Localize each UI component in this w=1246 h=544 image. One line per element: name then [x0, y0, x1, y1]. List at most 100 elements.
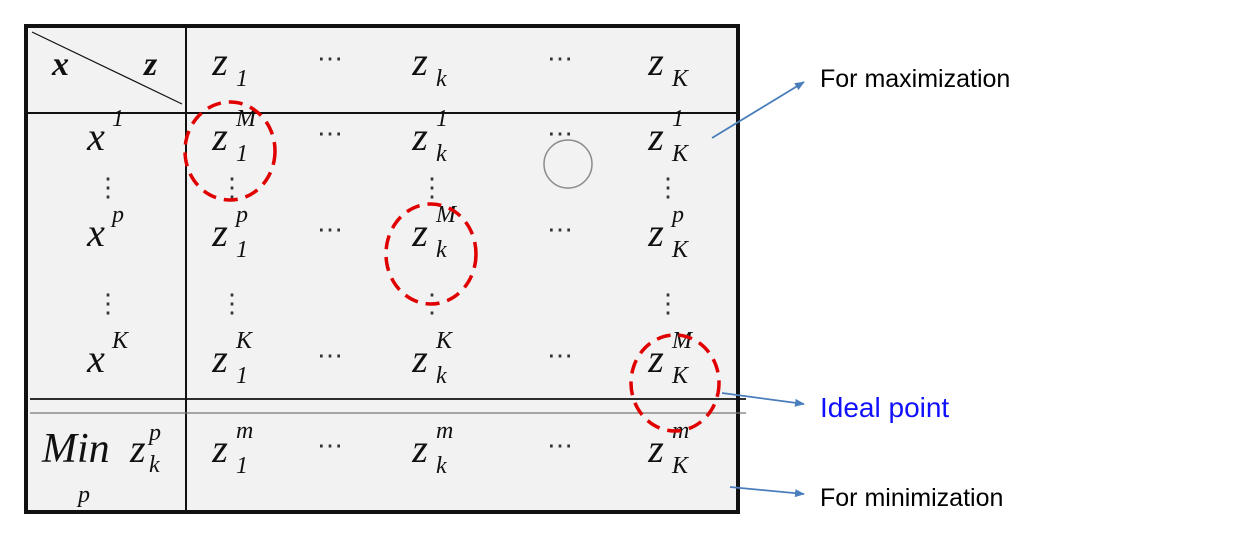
corner-column-variable: z [143, 46, 158, 83]
term-subscript: 1 [236, 363, 248, 389]
term-superscript: 1 [436, 106, 448, 132]
term-base: z [411, 114, 428, 159]
cell-r2-c5: ⋮ [655, 173, 681, 202]
table-frame [24, 24, 740, 514]
ellipsis-vertical: ⋮ [95, 173, 121, 202]
ellipsis-horizontal: ⋯ [317, 341, 343, 370]
term-subscript: k [436, 141, 447, 167]
term-base: z [411, 210, 428, 255]
ellipsis-horizontal: ⋯ [547, 215, 573, 244]
ellipsis-horizontal: ⋯ [547, 44, 573, 73]
term-superscript: p [110, 202, 124, 228]
min-term-base: z [129, 426, 146, 471]
term-base: z [211, 114, 228, 159]
term-base: z [411, 39, 428, 84]
ellipsis-horizontal: ⋯ [547, 431, 573, 460]
term-base: z [211, 39, 228, 84]
term-subscript: k [436, 363, 447, 389]
highlight-circle-zK-max [629, 333, 721, 433]
for-minimization-label: For minimization [820, 484, 1003, 512]
ellipsis-vertical: ⋮ [95, 289, 121, 318]
term-subscript: 1 [236, 141, 248, 167]
row-label-2: ⋮ [95, 173, 121, 202]
term-base: z [647, 336, 664, 381]
term-subscript: K [671, 141, 690, 167]
min-cell-c4: ⋯ [547, 431, 573, 460]
ellipsis-horizontal: ⋯ [317, 431, 343, 460]
cell-r2-c1: ⋮ [219, 173, 245, 202]
term-subscript: K [671, 237, 690, 263]
term-base: z [647, 210, 664, 255]
cell-r5-c4: ⋯ [547, 341, 573, 370]
term-base: z [647, 39, 664, 84]
ellipsis-horizontal: ⋯ [317, 44, 343, 73]
cell-r2-c3: ⋮ [419, 173, 445, 202]
row-label-4: ⋮ [95, 289, 121, 318]
term-base: z [411, 426, 428, 471]
min-term-superscript: p [147, 420, 161, 446]
corner-diagonal [31, 31, 183, 105]
term-subscript: K [671, 363, 690, 389]
term-superscript: M [235, 106, 258, 132]
ellipsis-horizontal: ⋯ [317, 119, 343, 148]
term-base: z [211, 210, 228, 255]
ellipsis-horizontal: ⋯ [317, 215, 343, 244]
term-subscript: 1 [236, 237, 248, 263]
corner-row-variable: x [51, 46, 69, 83]
ellipsis-horizontal: ⋯ [547, 119, 573, 148]
for-maximization-label: For maximization [820, 65, 1010, 93]
highlight-circle-z1-max [183, 100, 277, 202]
term-superscript: 1 [112, 106, 124, 132]
cell-r3-c4: ⋯ [547, 215, 573, 244]
term-base: z [647, 114, 664, 159]
min-arrow [729, 486, 805, 498]
term-superscript: p [234, 202, 248, 228]
term-subscript: k [436, 453, 447, 479]
ellipsis-vertical: ⋮ [219, 289, 245, 318]
ideal-arrow [721, 392, 805, 407]
term-superscript: 1 [672, 106, 684, 132]
term-subscript: 1 [236, 453, 248, 479]
term-base: x [86, 210, 105, 255]
ellipsis-vertical: ⋮ [419, 173, 445, 202]
min-operator-underscript: p [76, 482, 90, 508]
term-base: x [86, 114, 105, 159]
cell-r4-c1: ⋮ [219, 289, 245, 318]
min-cell-c2: ⋯ [317, 431, 343, 460]
term-superscript: p [670, 202, 684, 228]
max-arrow [711, 81, 805, 139]
term-subscript: K [671, 453, 690, 479]
cell-r4-c5: ⋮ [655, 289, 681, 318]
ellipsis-vertical: ⋮ [219, 173, 245, 202]
min-term-subscript: k [149, 452, 160, 478]
cell-r1-c4: ⋯ [547, 119, 573, 148]
highlight-circle-zk-max [384, 202, 478, 306]
term-superscript: m [436, 418, 453, 444]
ellipsis-vertical: ⋮ [655, 173, 681, 202]
term-superscript: K [435, 328, 454, 354]
table-background [26, 26, 738, 512]
term-base: z [647, 426, 664, 471]
cell-r5-c2: ⋯ [317, 341, 343, 370]
grey-marker-circle [543, 139, 593, 189]
term-subscript: 1 [236, 66, 248, 92]
cell-r1-c2: ⋯ [317, 119, 343, 148]
term-base: z [411, 336, 428, 381]
term-superscript: M [671, 328, 694, 354]
term-superscript: K [235, 328, 254, 354]
term-subscript: K [671, 66, 690, 92]
